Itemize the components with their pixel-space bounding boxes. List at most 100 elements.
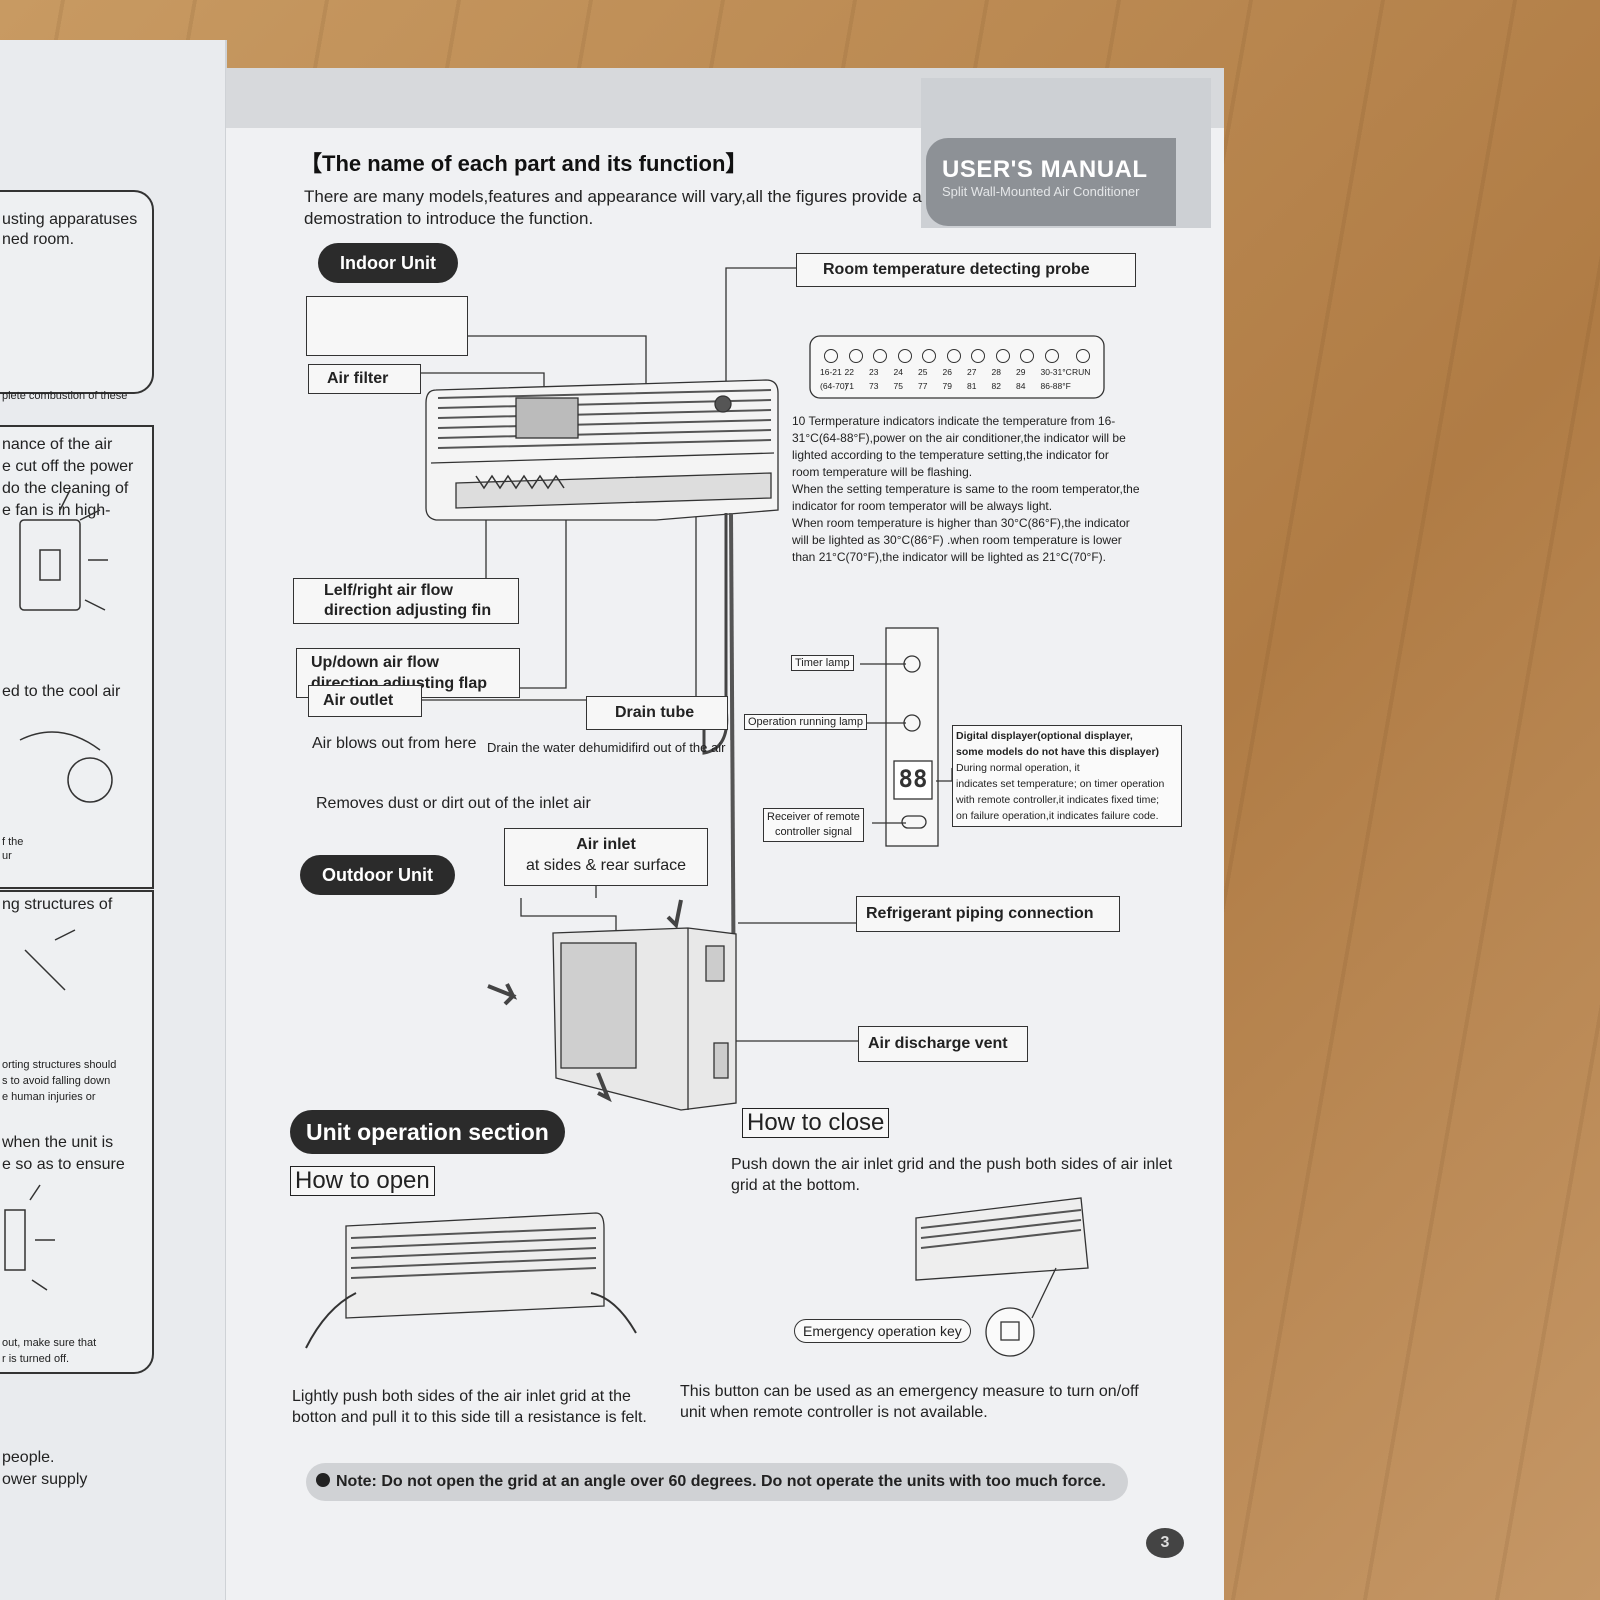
temperature-indicator-led [873, 349, 887, 363]
indicator-note-line: When room temperature is higher than 30°… [792, 516, 1130, 530]
temperature-indicator-led [1044, 349, 1059, 363]
indicator-note-line: room temperature will be flashing. [792, 465, 973, 479]
air-inlet-label-title: Air inlet [576, 836, 636, 853]
left-page-line: do the cleaning of [2, 480, 129, 497]
air-inlet-label-desc: at sides & rear surface [525, 857, 687, 874]
temperature-indicator-led [995, 349, 1010, 363]
outdoor-unit-pill: Outdoor Unit [300, 855, 455, 895]
control-panel-illustration [885, 627, 939, 847]
left-page-small-line: ur [2, 850, 12, 862]
page-number: 3 [1146, 1528, 1184, 1558]
indicator-fahrenheit-label: (64-70) [820, 381, 848, 391]
close-desc-line2: grid at the bottom. [731, 1177, 860, 1194]
indicator-celsius-label: 29 [1016, 367, 1026, 377]
left-page: usting apparatuses ned room. nance of the … [0, 40, 227, 1600]
indicator-celsius-label: 28 [991, 367, 1001, 377]
indicator-fahrenheit-label: 79 [942, 381, 952, 391]
indicator-note-line: 10 Termperature indicators indicate the … [792, 414, 1116, 428]
airflow-arrow-icon [487, 983, 518, 1006]
emergency-key-zoom [985, 1307, 1035, 1357]
digital-note-line: on failure operation,it indicates failur… [956, 810, 1159, 822]
air-inlet-label: Air inlet at sides & rear surface [504, 828, 708, 886]
digital-title-line2: some models do not have this displayer) [956, 746, 1160, 758]
indicator-fahrenheit-label: 73 [869, 381, 879, 391]
left-page-small-line: f the [2, 836, 24, 848]
indicator-celsius-label: 22 [844, 367, 854, 377]
left-page-line: people. [2, 1449, 55, 1466]
person-face-icon [67, 757, 113, 803]
discharge-label: Air discharge vent [858, 1026, 1028, 1062]
blank-label-box [306, 296, 468, 356]
drain-tube-label: Drain tube [586, 696, 728, 730]
left-page-small-line: orting structures should [2, 1059, 117, 1071]
close-desc: Push down the air inlet grid and the pus… [731, 1154, 1181, 1196]
left-page-panel-1 [0, 190, 154, 394]
receiver-icon [901, 815, 927, 829]
open-desc: Lightly push both sides of the air inlet… [292, 1386, 672, 1428]
operation-section-pill: Unit operation section [290, 1110, 565, 1154]
indoor-unit-pill: Indoor Unit [318, 243, 458, 283]
emergency-desc-line1: This button can be used as an emergency … [680, 1383, 1139, 1400]
indicator-notes: 10 Termperature indicators indicate the … [792, 413, 1172, 566]
indicator-fahrenheit-label: 84 [1016, 381, 1026, 391]
temperature-indicator-led [971, 349, 985, 363]
note-text: Note: Do not open the grid at an angle o… [336, 1473, 1106, 1490]
operation-lamp-label: Operation running lamp [744, 714, 867, 730]
left-page-line: nance of the air [2, 436, 113, 453]
off-switch-icon [39, 549, 61, 581]
indicator-fahrenheit-label: 75 [893, 381, 903, 391]
lr-fin-label-line1: Lelf/right air flow [324, 582, 453, 599]
emergency-key-label: Emergency operation key [794, 1319, 971, 1343]
timer-lamp-label: Timer lamp [791, 655, 854, 671]
manual-title: USER'S MANUAL [942, 156, 1148, 183]
digital-displayer-note: Digital displayer(optional displayer, so… [952, 725, 1182, 827]
operation-lamp-icon [903, 714, 921, 732]
indicator-note-line: will be lighted as 30°C(86°F) .when room… [792, 533, 1122, 547]
intro-text: There are many models,features and appea… [304, 187, 922, 228]
refrigerant-label: Refrigerant piping connection [856, 896, 1120, 932]
indicator-note-line: When the setting temperature is same to … [792, 482, 1140, 496]
left-page-line: ower supply [2, 1471, 88, 1488]
left-page-line: ned room. [2, 231, 75, 248]
ud-flap-label-line1: Up/down air flow [311, 654, 439, 671]
air-outlet-label: Air outlet [308, 685, 422, 717]
temperature-probe-icon [714, 395, 732, 413]
lr-fin-label: Lelf/right air flow direction adjusting … [293, 578, 519, 624]
digital-display-icon [893, 760, 933, 800]
left-page-illustrations [4, 489, 113, 1291]
left-page-line: usting apparatuses [2, 211, 138, 228]
open-unit-illustration [345, 1212, 605, 1319]
indicator-note-line: than 21°C(70°F),the indicator will be li… [792, 550, 1107, 564]
left-page-line: ng structures of [2, 896, 113, 913]
emergency-desc: This button can be used as an emergency … [680, 1381, 1160, 1423]
temperature-indicator-led [1020, 349, 1034, 363]
how-to-open-heading: How to open [290, 1166, 435, 1196]
left-page-line: e fan is in high- [2, 502, 111, 519]
left-page-line: e so as to ensure [2, 1156, 125, 1173]
airflow-arrow-icon-2 [666, 899, 683, 930]
section-title: 【The name of each part and its function】 [300, 151, 748, 176]
emergency-desc-line2: unit when remote controller is not avail… [680, 1404, 988, 1421]
how-to-close-heading: How to close [742, 1108, 890, 1138]
left-page-small-line: s to avoid falling down [2, 1075, 111, 1087]
note-bar: Note: Do not open the grid at an angle o… [306, 1463, 1128, 1501]
digital-title-line1: Digital displayer(optional displayer, [956, 730, 1133, 742]
air-outlet-icon [455, 472, 772, 509]
digital-note-line: During normal operation, it [956, 762, 1080, 774]
indicator-fahrenheit-label: 71 [844, 381, 854, 391]
air-outlet-desc: Air blows out from here [312, 735, 477, 752]
hands-icon [305, 1292, 637, 1349]
temperature-indicator-led [946, 349, 961, 363]
digital-note-line: with remote controller,it indicates fixe… [956, 794, 1160, 806]
bullet-icon [316, 1473, 330, 1487]
close-desc-line1: Push down the air inlet grid and the pus… [731, 1156, 1173, 1173]
left-page-line: when the unit is [2, 1134, 114, 1151]
outdoor-grille-icon [560, 942, 637, 1069]
indicator-celsius-label: 24 [893, 367, 903, 377]
room-probe-label: Room temperature detecting probe [796, 253, 1136, 287]
switch-illustration [19, 519, 81, 611]
display-digits: 88 [898, 765, 928, 793]
left-page-line: ed to the cool air [2, 683, 121, 700]
indicator-fahrenheit-label: 86-88°F [1040, 381, 1071, 391]
open-desc-line2: botton and pull it to this side till a r… [292, 1409, 647, 1426]
